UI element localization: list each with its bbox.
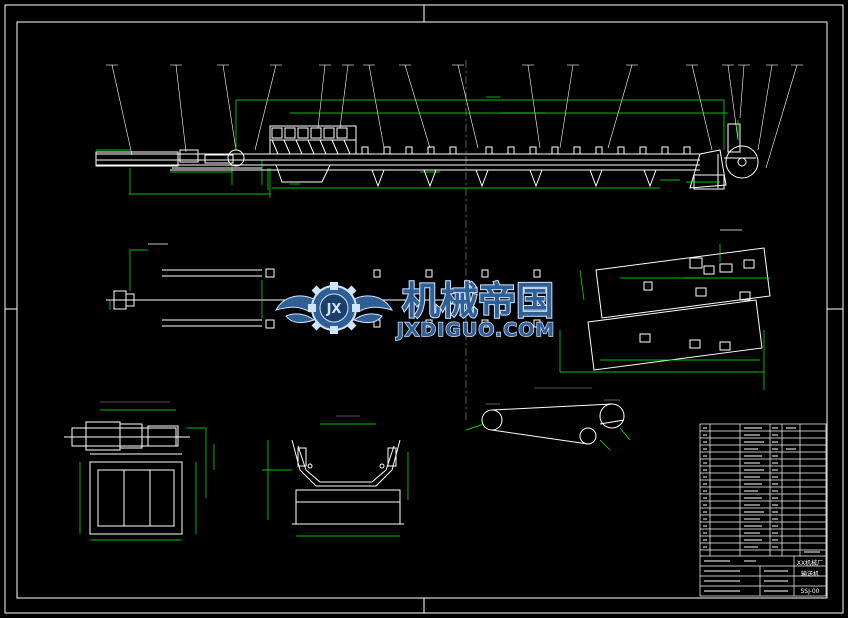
watermark-title-en: JXDIGUO.COM <box>395 319 556 341</box>
gear-icon <box>308 282 360 334</box>
belt-layout-diagram <box>465 387 631 451</box>
title-block-company: XX机械厂 <box>797 559 823 567</box>
troughed-idler-section <box>262 415 409 537</box>
drive-plan-view <box>559 229 771 390</box>
watermark-title-cn: 机械帝国 <box>402 279 554 323</box>
part-leader-lines <box>111 64 798 169</box>
support-legs <box>371 169 657 188</box>
conveyor-side-elevation <box>95 64 803 198</box>
watermark-logo: JX <box>274 282 394 334</box>
drive-unit-detail <box>64 401 215 541</box>
title-block-drawing-number: SSJ-00 <box>801 588 820 595</box>
drive-head-pulley <box>689 123 759 190</box>
belt-and-frame <box>95 149 700 171</box>
parts-list-entries <box>703 427 820 592</box>
title-block-drawing-name: 输送机 <box>801 570 819 578</box>
elevation-dimensions <box>96 96 728 198</box>
conveyor-plan-view <box>106 243 541 329</box>
watermark-logo-letters: JX <box>326 302 342 317</box>
carrying-idlers <box>361 146 691 155</box>
parts-list-table <box>699 423 827 597</box>
drawing-frame <box>4 4 844 614</box>
loading-chute <box>269 125 357 183</box>
drive-dimensions <box>686 120 739 183</box>
